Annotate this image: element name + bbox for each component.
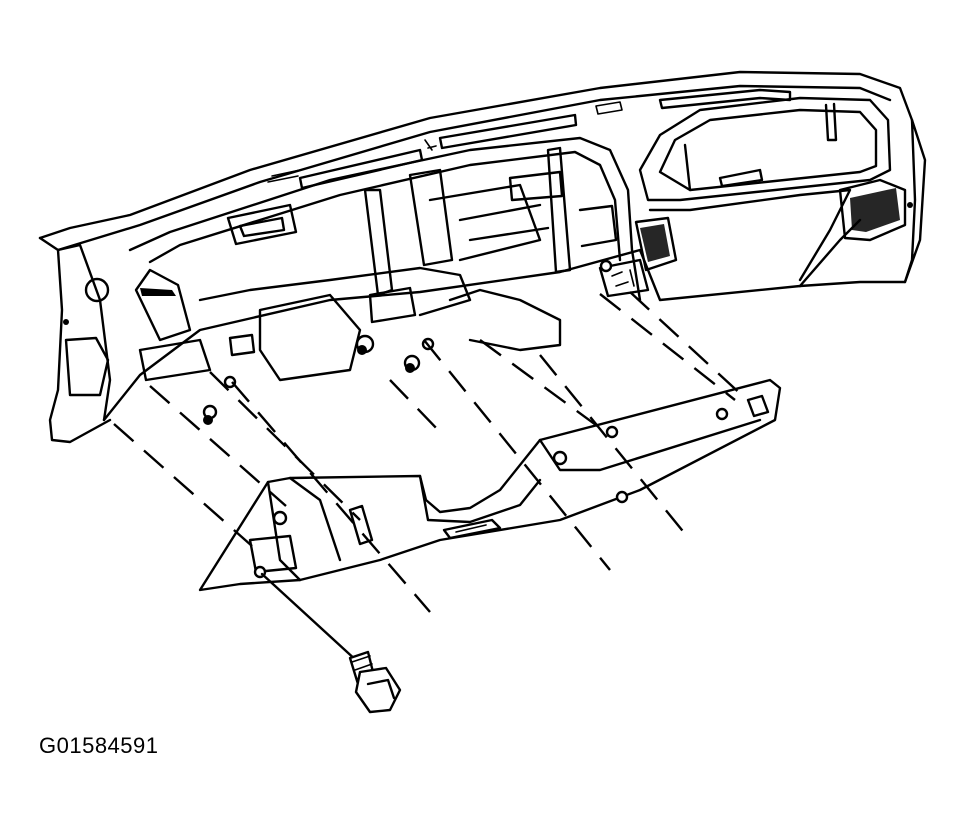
alignment-guides <box>113 291 746 613</box>
lower-trim-panel <box>198 378 782 592</box>
figure-id-label: G01584591 <box>39 733 159 758</box>
instrument-panel-carrier <box>38 70 927 444</box>
bolt-fastener <box>260 572 402 714</box>
